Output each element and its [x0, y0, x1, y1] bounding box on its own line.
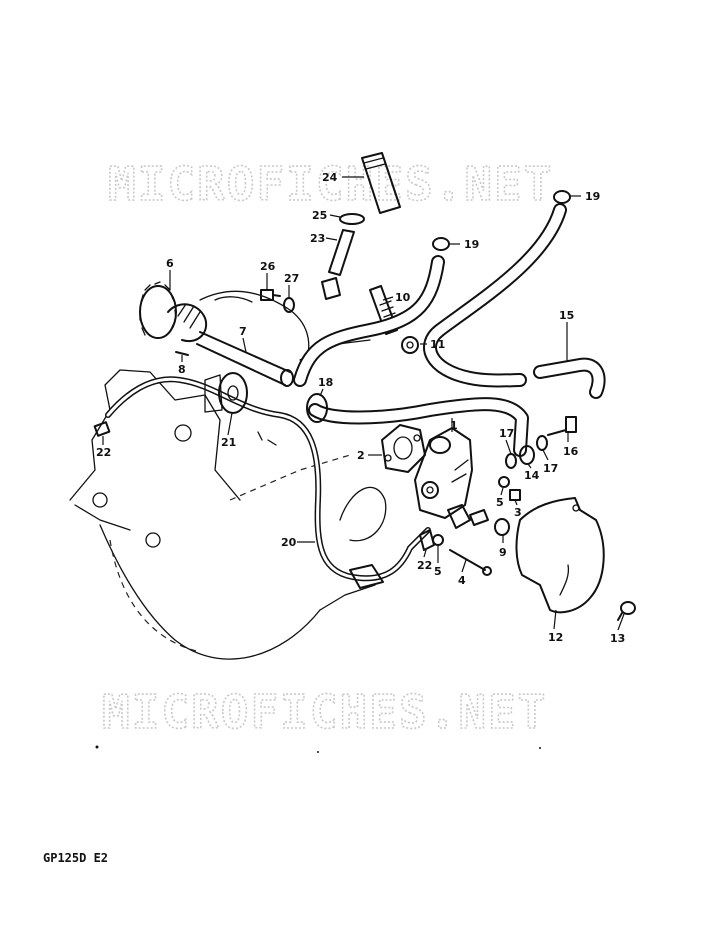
- part-12-cover: [515, 497, 605, 614]
- model-code: GP125D E2: [43, 851, 108, 865]
- callout-5-lower: 5: [434, 565, 442, 578]
- part-19-clip-upper: [553, 190, 571, 204]
- callout-23: 23: [310, 232, 325, 245]
- callout-24: 24: [322, 171, 338, 184]
- part-25-o-ring: [339, 213, 365, 225]
- part-5-screw-lower: [432, 534, 444, 546]
- callout-22-left: 22: [96, 446, 111, 459]
- callout-2: 2: [357, 449, 365, 462]
- scan-specks: [95, 745, 541, 753]
- part-23-union: [321, 229, 355, 300]
- part-6-gear: [139, 281, 208, 343]
- leader-lines: [102, 176, 625, 631]
- pipe-end-fitting: [349, 564, 384, 589]
- callout-1: 1: [450, 419, 458, 432]
- callout-5-upper: 5: [496, 496, 504, 509]
- callout-27: 27: [284, 272, 299, 285]
- part-20-oil-pipe: [105, 376, 431, 582]
- part-10-bolt: [369, 285, 398, 335]
- part-19-clip-lower: [432, 237, 450, 251]
- part-24-pipe: [361, 152, 401, 214]
- part-22-cap-right: [419, 529, 435, 551]
- hoses: [293, 203, 606, 457]
- callout-7: 7: [239, 325, 247, 338]
- part-13-screw: [617, 601, 636, 621]
- watermark-top: MICROFICHES.NET: [108, 157, 553, 211]
- engine-case-outline: [69, 290, 387, 660]
- part-18-clamp: [306, 393, 328, 423]
- callout-8: 8: [178, 363, 186, 376]
- part-3-bolt: [509, 489, 521, 501]
- part-22-cap-left: [93, 421, 111, 437]
- part-17-washer-a: [505, 453, 517, 469]
- callout-18: 18: [318, 376, 333, 389]
- callout-6: 6: [166, 257, 174, 270]
- callout-26: 26: [260, 260, 276, 273]
- part-14-banjo: [519, 445, 535, 465]
- callout-4: 4: [458, 574, 466, 587]
- callout-12: 12: [548, 631, 563, 644]
- callout-19-upper: 19: [585, 190, 600, 203]
- part-5-screw-upper: [498, 476, 510, 488]
- callout-17-upper: 17: [499, 427, 514, 440]
- callout-21: 21: [221, 436, 236, 449]
- callout-14: 14: [524, 469, 540, 482]
- callout-25: 25: [312, 209, 327, 222]
- callout-13: 13: [610, 632, 625, 645]
- part-2-gasket: [381, 424, 426, 473]
- callout-20: 20: [281, 536, 297, 549]
- part-4-bolt: [449, 549, 492, 576]
- part-7-shaft: [196, 331, 294, 387]
- callout-3: 3: [514, 506, 522, 519]
- callout-22-right: 22: [417, 559, 432, 572]
- callout-labels: 24 19 25 19 23 26 27 6 10 15 7 11 8 18 1…: [96, 171, 625, 645]
- part-8-pin: [175, 351, 189, 356]
- part-11-fitting: [401, 336, 419, 354]
- watermark-bottom: MICROFICHES.NET: [102, 685, 547, 739]
- callout-11: 11: [430, 338, 445, 351]
- part-1-oil-pump: [414, 427, 489, 529]
- callout-17-lower: 17: [543, 462, 558, 475]
- part-9-plug: [494, 518, 510, 536]
- callout-10: 10: [395, 291, 411, 304]
- callout-9: 9: [499, 546, 507, 559]
- part-16-bolt: [547, 416, 577, 436]
- part-21-grommet: [204, 372, 248, 414]
- part-17-washer-b: [536, 435, 548, 451]
- callout-19-lower: 19: [464, 238, 479, 251]
- callout-15: 15: [559, 309, 574, 322]
- callout-16: 16: [563, 445, 579, 458]
